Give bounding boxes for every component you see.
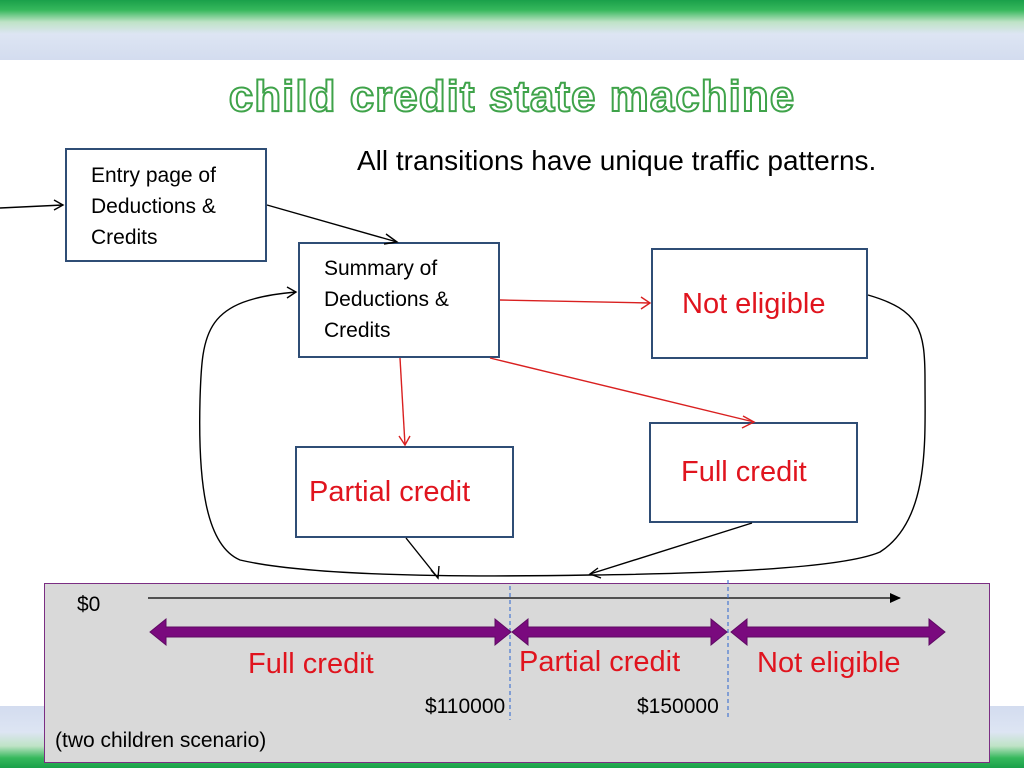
entry-page-label: Entry page of Deductions & Credits xyxy=(91,160,216,253)
loop-back-to-summary-arrow xyxy=(199,291,591,577)
not-eligible-range-label: Not eligible xyxy=(757,647,901,679)
entry-line-2: Deductions & xyxy=(91,195,216,218)
entry-to-summary-arrow xyxy=(266,204,398,243)
entry-line-3: Credits xyxy=(91,226,158,249)
summary-line-3: Credits xyxy=(324,319,391,342)
summary-to-not-eligible-arrow xyxy=(499,299,651,304)
threshold-110000-label: $110000 xyxy=(425,695,506,718)
not-eligible-label: Not eligible xyxy=(682,288,826,320)
summary-label: Summary of Deductions & Credits xyxy=(324,253,449,346)
partial-arrowhead xyxy=(398,435,411,447)
top-decorative-band xyxy=(0,0,1024,60)
not-eligible-range-arrow xyxy=(730,617,946,647)
summary-line-1: Summary of xyxy=(324,257,438,280)
not-eligible-state: Not eligible xyxy=(651,248,868,359)
zero-dollar-label: $0 xyxy=(77,593,101,616)
scenario-label: (two children scenario) xyxy=(55,729,267,752)
entry-page-state: Entry page of Deductions & Credits xyxy=(65,148,267,262)
entry-line-1: Entry page of xyxy=(91,164,216,187)
incoming-arrowhead xyxy=(53,199,65,211)
threshold-150000-label: $150000 xyxy=(637,695,719,718)
slide-title: child credit state machine xyxy=(228,71,796,122)
summary-loop-arrowhead xyxy=(286,286,298,299)
summary-state: Summary of Deductions & Credits xyxy=(298,242,500,358)
merge-full-arrowhead xyxy=(588,567,602,579)
full-credit-state: Full credit xyxy=(649,422,858,523)
not-eligible-arrowhead xyxy=(640,296,652,310)
summary-to-partial-arrow xyxy=(399,357,406,446)
full-credit-label: Full credit xyxy=(681,456,807,488)
partial-credit-state: Partial credit xyxy=(295,446,514,538)
merge-partial-arrowhead xyxy=(430,565,440,580)
not-eligible-loop-arrow xyxy=(589,294,926,576)
income-scale-panel xyxy=(44,583,990,763)
entry-summary-arrowhead xyxy=(383,233,399,245)
partial-credit-label: Partial credit xyxy=(309,476,471,508)
summary-to-full-arrow xyxy=(489,357,755,423)
summary-line-2: Deductions & xyxy=(324,288,449,311)
full-credit-range-label: Full credit xyxy=(248,648,374,680)
full-arrowhead xyxy=(741,415,756,429)
full-credit-range-arrow xyxy=(149,617,512,647)
partial-credit-range-label: Partial credit xyxy=(519,646,681,678)
full-to-merge-arrow xyxy=(589,522,753,575)
income-axis-arrowhead xyxy=(890,593,901,603)
partial-credit-range-arrow xyxy=(511,617,728,647)
transitions-note: All transitions have unique traffic patt… xyxy=(357,145,877,176)
incoming-arrow xyxy=(0,204,64,209)
